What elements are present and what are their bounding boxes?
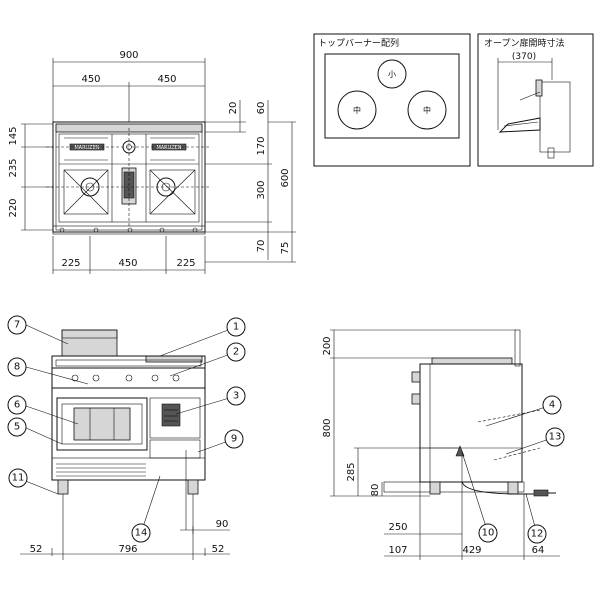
callout-6: 6 bbox=[7, 395, 27, 415]
callout-9: 9 bbox=[224, 429, 244, 449]
burner-layout-panel: トップバーナー配列 小 中 中 bbox=[313, 33, 471, 167]
dim-right-600: 600 bbox=[280, 168, 291, 187]
side-dim-800: 800 bbox=[322, 418, 333, 437]
callout-3: 3 bbox=[226, 386, 246, 406]
callout-9-label: 9 bbox=[231, 434, 237, 445]
dim-bottom-left: 225 bbox=[61, 258, 80, 269]
callout-7-label: 7 bbox=[14, 320, 20, 331]
callout-2: 2 bbox=[226, 342, 246, 362]
dim-right-300: 300 bbox=[256, 180, 267, 199]
front-dim-left: 52 bbox=[30, 544, 43, 555]
dim-left-235: 235 bbox=[8, 158, 19, 177]
brand-label-left: MARUZEN bbox=[74, 145, 99, 151]
callout-5: 5 bbox=[7, 417, 27, 437]
callout-12-label: 12 bbox=[531, 529, 544, 540]
dim-right-70: 70 bbox=[256, 240, 267, 253]
callout-8: 8 bbox=[7, 357, 27, 377]
side-dim-250: 250 bbox=[388, 522, 407, 533]
side-dim-429: 429 bbox=[462, 545, 481, 556]
top-view: MARUZEN MARUZEN 900 450 450 225 bbox=[8, 50, 296, 274]
dim-right-170: 170 bbox=[256, 136, 267, 155]
front-dim-right: 52 bbox=[212, 544, 225, 555]
side-dim-80: 80 bbox=[370, 484, 381, 497]
side-dim-107: 107 bbox=[388, 545, 407, 556]
burner-medium-left-label: 中 bbox=[353, 105, 361, 115]
burner-small-label: 小 bbox=[388, 70, 396, 79]
dim-right-20: 20 bbox=[228, 102, 239, 115]
callout-11: 11 bbox=[8, 468, 28, 488]
callout-1-label: 1 bbox=[233, 322, 239, 333]
brand-label-right: MARUZEN bbox=[156, 145, 181, 151]
callout-4-label: 4 bbox=[549, 400, 555, 411]
callout-10: 10 bbox=[478, 523, 498, 543]
callout-14: 14 bbox=[131, 523, 151, 543]
callout-3-label: 3 bbox=[233, 391, 239, 402]
front-view: 52 796 52 90 bbox=[20, 329, 230, 560]
dim-right-half: 450 bbox=[157, 74, 176, 85]
callout-8-label: 8 bbox=[14, 362, 20, 373]
dim-right-60: 60 bbox=[256, 102, 267, 115]
dim-right-75: 75 bbox=[280, 242, 291, 255]
dim-left-145: 145 bbox=[8, 126, 19, 145]
front-dim-mid: 796 bbox=[118, 544, 137, 555]
callout-14-label: 14 bbox=[135, 528, 148, 539]
side-dim-285: 285 bbox=[346, 462, 357, 481]
callout-6-label: 6 bbox=[14, 400, 20, 411]
callout-5-label: 5 bbox=[14, 422, 20, 433]
callout-1: 1 bbox=[226, 317, 246, 337]
dim-left-220: 220 bbox=[8, 198, 19, 217]
callout-2-label: 2 bbox=[233, 347, 239, 358]
dim-bottom-right: 225 bbox=[176, 258, 195, 269]
callout-10-label: 10 bbox=[482, 528, 495, 539]
dim-left-half: 450 bbox=[81, 74, 100, 85]
callout-12: 12 bbox=[527, 524, 547, 544]
front-dim-small: 90 bbox=[216, 519, 229, 530]
callout-11-label: 11 bbox=[12, 473, 25, 484]
oven-door-dim: (370) bbox=[512, 52, 536, 62]
oven-door-title: オープン扉開時寸法 bbox=[484, 37, 564, 49]
oven-door-panel: オープン扉開時寸法 (370) bbox=[477, 33, 594, 167]
burner-medium-right-label: 中 bbox=[423, 105, 431, 115]
side-dim-64: 64 bbox=[532, 545, 545, 556]
burner-layout-title: トップバーナー配列 bbox=[318, 37, 399, 49]
side-view: 200 800 285 80 250 107 429 64 bbox=[322, 329, 560, 560]
callout-7: 7 bbox=[7, 315, 27, 335]
dim-bottom-mid: 450 bbox=[118, 258, 137, 269]
callout-4: 4 bbox=[542, 395, 562, 415]
callout-13-label: 13 bbox=[549, 432, 562, 443]
callout-13: 13 bbox=[545, 427, 565, 447]
side-dim-200: 200 bbox=[322, 336, 333, 355]
dim-total-width: 900 bbox=[119, 50, 138, 61]
